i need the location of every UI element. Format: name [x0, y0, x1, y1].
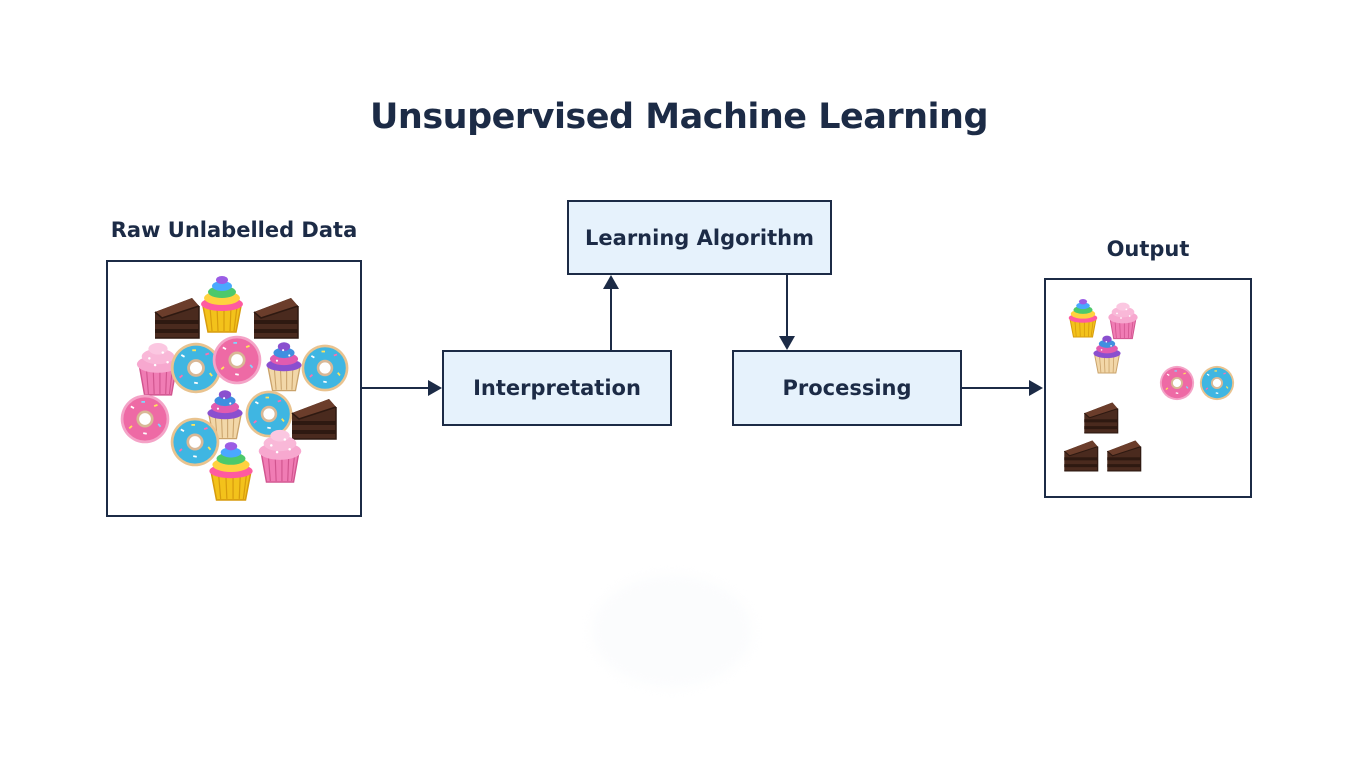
raw-data-items [119, 275, 350, 501]
cake-icon [1083, 401, 1119, 434]
cupcake-icon [200, 275, 244, 333]
donut-icon [300, 343, 350, 393]
cupcake-icon [1107, 302, 1139, 340]
input-label: Raw Unlabelled Data [110, 218, 358, 242]
cake-icon [154, 297, 200, 339]
donut-icon [119, 393, 171, 445]
diagram-title: Unsupervised Machine Learning [369, 97, 989, 137]
processing-label: Processing [782, 376, 912, 400]
cake-icon [1106, 439, 1142, 472]
donut-icon [1198, 364, 1236, 402]
arrow-up-head [603, 275, 619, 289]
arrow-input-head [428, 380, 442, 396]
interpretation-label: Interpretation [473, 376, 641, 400]
donut-icon [211, 334, 263, 386]
cake-icon [291, 398, 337, 440]
cupcake-icon [265, 341, 303, 392]
interpretation-node: Interpretation [442, 350, 672, 426]
cupcake-icon [1092, 335, 1122, 374]
processing-node: Processing [732, 350, 962, 426]
arrow-down-head [779, 336, 795, 350]
cake-icon [1063, 439, 1099, 472]
output-cluster-donuts [1158, 364, 1236, 402]
donut-icon [1158, 364, 1196, 402]
output-label: Output [1106, 237, 1190, 261]
arrow-output-head [1029, 380, 1043, 396]
donut-icon [169, 341, 223, 395]
donut-icon [169, 416, 221, 468]
background-smudge [592, 575, 752, 687]
cupcake-icon [1068, 298, 1098, 338]
learning-algorithm-node: Learning Algorithm [567, 200, 832, 275]
output-cluster-cakes [1063, 401, 1142, 472]
learning-algorithm-label: Learning Algorithm [585, 225, 814, 250]
donut-icon [244, 389, 294, 439]
cake-icon [253, 297, 299, 339]
output-cluster-cupcakes [1068, 298, 1139, 374]
